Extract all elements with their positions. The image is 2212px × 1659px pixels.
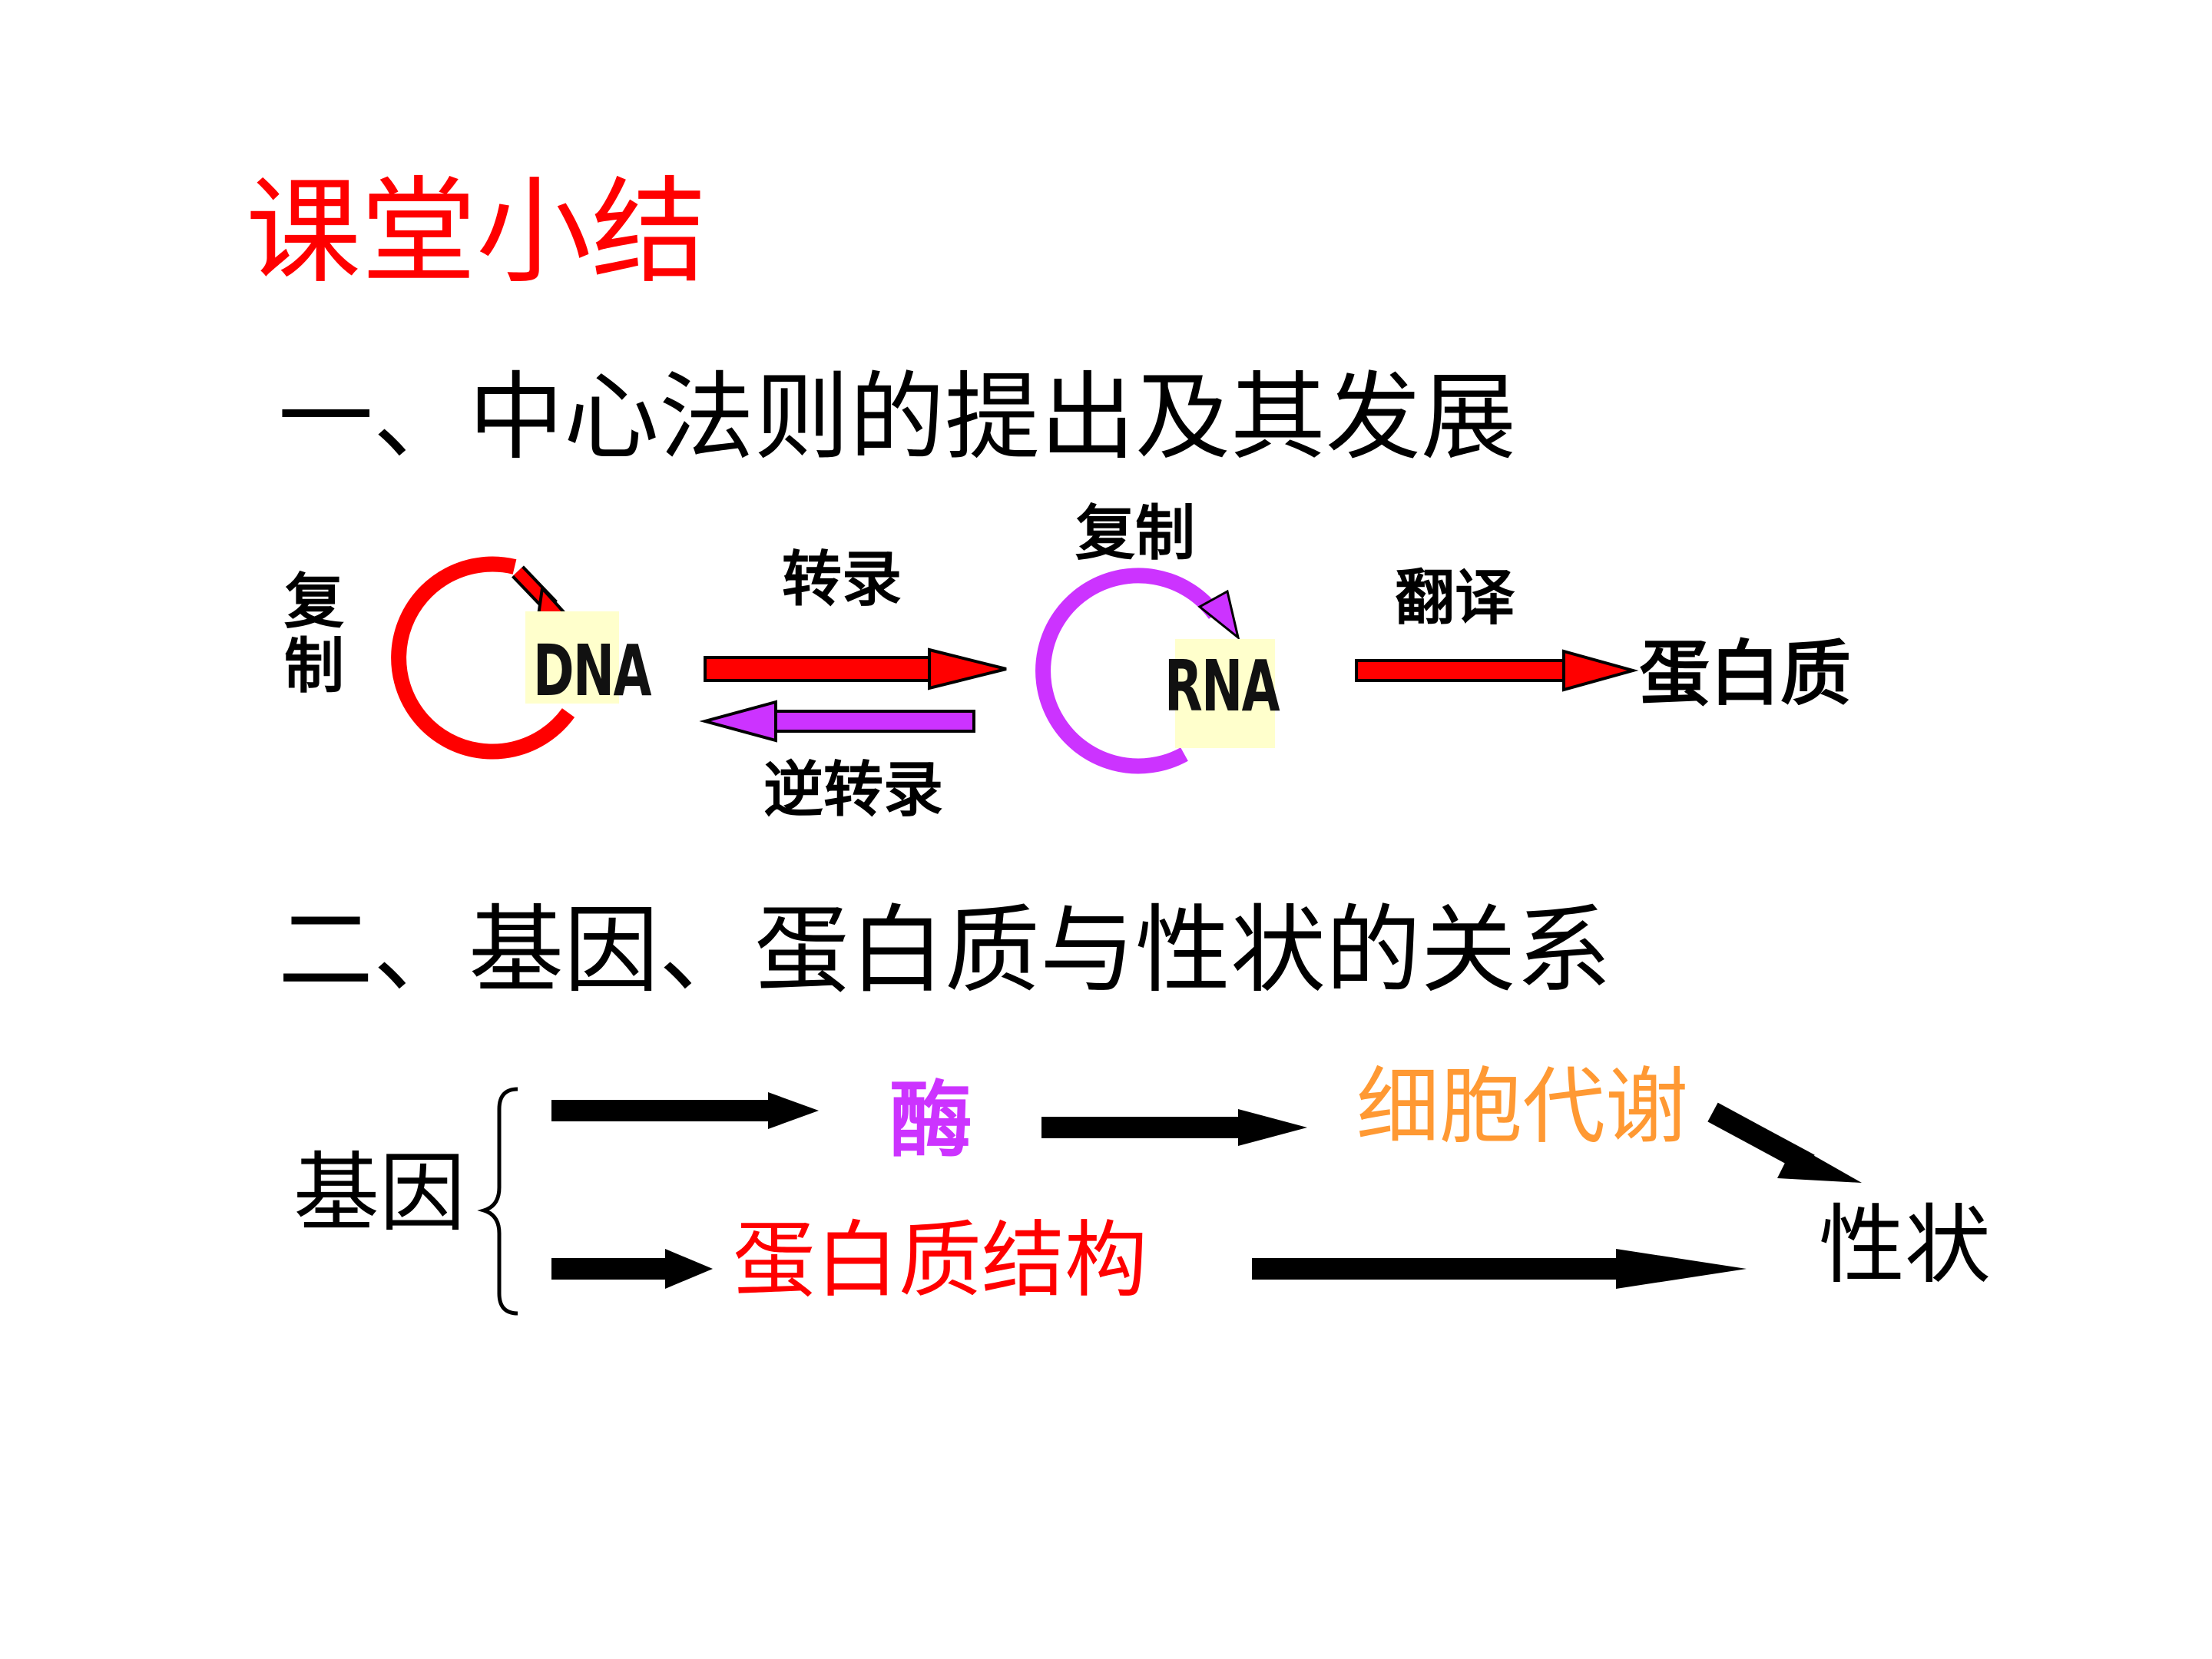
gene-label: 基因: [293, 1144, 465, 1243]
protein-structure-to-trait-arrow: [1252, 1249, 1747, 1289]
gene-to-enzyme-arrow: [551, 1092, 819, 1129]
section1-heading: 一、中心法则的提出及其发展: [278, 363, 1517, 473]
transcription-arrow: [704, 647, 1007, 690]
reverse-transcription-label: 逆转录: [763, 756, 944, 825]
rna-replication-loop: [1035, 568, 1222, 774]
dna-label: DNA: [533, 630, 651, 712]
dna-replication-label-char-1: 复: [283, 568, 344, 637]
transcription-label: 转录: [782, 545, 902, 614]
metabolism-to-trait-arrow: [1707, 1102, 1862, 1183]
cell-metabolism-label: 细胞代谢: [1356, 1059, 1689, 1155]
enzyme-to-metabolism-arrow: [1041, 1109, 1307, 1146]
dna-replication-loop: [391, 556, 575, 760]
rna-replication-label: 复制: [1075, 499, 1196, 568]
dna-replication-label: 复 制: [280, 568, 349, 702]
reverse-transcription-arrow: [699, 700, 975, 743]
rna-replication-arrowhead: [1197, 589, 1240, 641]
enzyme-label: 酶: [889, 1073, 973, 1169]
gene-to-protein-structure-arrow: [551, 1249, 713, 1289]
translation-arrow: [1355, 649, 1639, 692]
page-title: 课堂小结: [246, 166, 707, 300]
protein-structure-label: 蛋白质结构: [733, 1213, 1148, 1309]
trait-label: 性状: [1819, 1196, 1991, 1296]
rna-label-box: [1175, 639, 1275, 748]
protein-label: 蛋白质: [1639, 633, 1852, 715]
section2-heading: 二、基因、蛋白质与性状的关系: [278, 896, 1612, 1006]
dna-replication-label-char-2: 制: [283, 632, 344, 702]
dna-label-box: [525, 611, 619, 704]
rna-label: RNA: [1164, 645, 1280, 727]
translation-label: 翻译: [1395, 564, 1515, 633]
brace: [477, 1087, 518, 1316]
